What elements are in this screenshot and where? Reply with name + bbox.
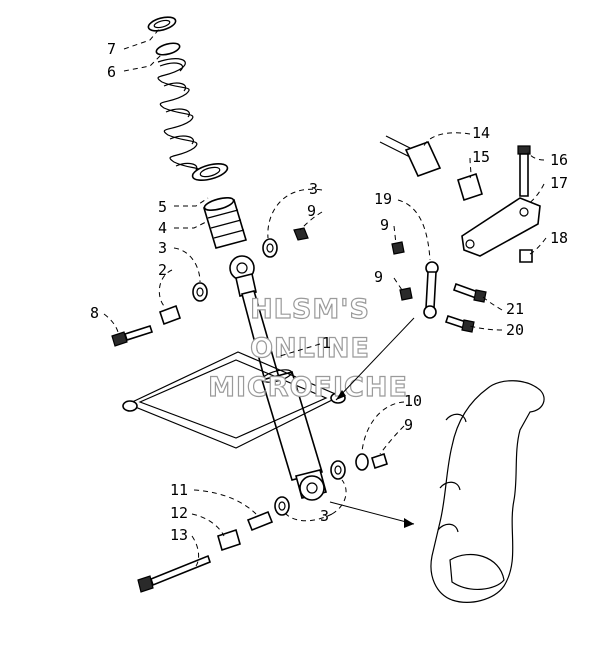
callout-19: 19 xyxy=(374,190,392,208)
watermark-line-1: HLSM'S xyxy=(250,294,370,325)
link-bolt-lower xyxy=(444,314,475,333)
lower-sleeve-short xyxy=(217,528,241,552)
upper-sleeve xyxy=(158,304,182,326)
sway-bar-arm xyxy=(461,197,541,257)
watermark-line-3: MICROFICHE xyxy=(208,372,408,403)
bump-stop-boot xyxy=(202,197,248,249)
callout-5: 5 xyxy=(158,198,167,216)
spring-retainer xyxy=(155,42,181,56)
callout-4: 4 xyxy=(158,219,167,237)
link-nut-upper xyxy=(391,241,405,255)
arm-bolt xyxy=(517,145,531,197)
coil-spring xyxy=(157,58,201,175)
callout-18: 18 xyxy=(550,229,568,247)
upper-nut xyxy=(293,227,309,241)
lower-right-bushing xyxy=(330,460,346,480)
upper-left-bushing xyxy=(192,282,208,302)
callout-9-link-upper: 9 xyxy=(380,216,389,234)
callout-12: 12 xyxy=(170,504,188,522)
sway-bar-bushing xyxy=(457,172,483,202)
watermark: HLSM'S ONLINE MICROFICHE xyxy=(207,293,408,403)
callout-3-upper-left: 3 xyxy=(158,239,167,257)
callout-6: 6 xyxy=(107,63,116,81)
callout-11: 11 xyxy=(170,481,188,499)
lower-right-nut xyxy=(371,452,388,470)
callout-3-lower: 3 xyxy=(320,507,329,525)
lower-sleeve-long xyxy=(246,510,274,532)
callout-13: 13 xyxy=(170,526,188,544)
callout-9-upper-right: 9 xyxy=(307,202,316,220)
callout-9-link-lower: 9 xyxy=(374,268,383,286)
callout-8: 8 xyxy=(90,304,99,322)
callout-16: 16 xyxy=(550,151,568,169)
callout-7: 7 xyxy=(107,40,116,58)
callout-3-upper-right: 3 xyxy=(309,180,318,198)
lower-spring-seat xyxy=(191,162,229,182)
lower-right-washer xyxy=(355,453,369,471)
link-bolt-upper xyxy=(452,282,487,303)
upper-bolt xyxy=(111,324,154,347)
upper-bushing xyxy=(262,238,278,258)
lower-left-bushing xyxy=(274,496,290,516)
callout-15: 15 xyxy=(472,148,490,166)
sway-bar-end xyxy=(379,135,442,178)
callout-14: 14 xyxy=(472,124,490,142)
callout-17: 17 xyxy=(550,174,568,192)
callout-10: 10 xyxy=(404,392,422,410)
link-nut-lower xyxy=(399,287,413,301)
callout-labels: 7 6 5 4 3 9 3 2 8 1 10 9 3 11 12 13 14 1… xyxy=(90,40,568,544)
callout-9-lower: 9 xyxy=(404,416,413,434)
lower-long-bolt xyxy=(137,554,211,593)
callout-21: 21 xyxy=(506,300,524,318)
leader-lines xyxy=(103,27,547,567)
steering-knuckle xyxy=(430,380,545,603)
callout-1: 1 xyxy=(322,334,331,352)
watermark-line-2: ONLINE xyxy=(250,333,370,364)
sway-link xyxy=(423,261,439,319)
callout-2: 2 xyxy=(158,261,167,279)
arrowheads xyxy=(336,390,414,528)
arm-nut xyxy=(519,249,533,263)
upper-spring-seat xyxy=(147,16,177,32)
callout-20: 20 xyxy=(506,321,524,339)
